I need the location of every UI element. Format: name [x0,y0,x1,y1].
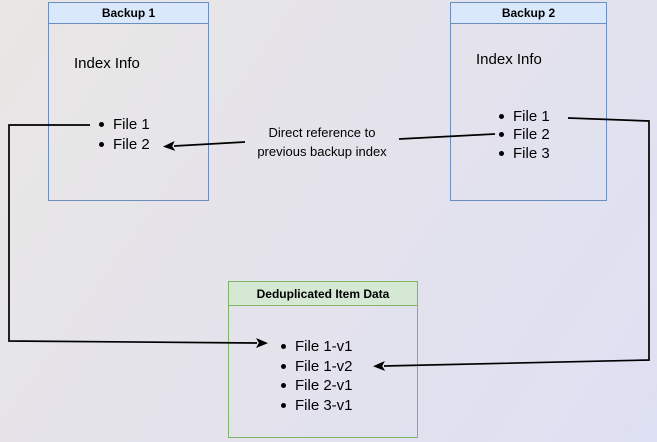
backup1-file-list: File 1 File 2 [99,115,150,154]
file-label: File 2-v1 [295,377,353,395]
bullet-icon [499,113,504,119]
backup2-file-item: File 2 [499,126,550,145]
file-label: File 3 [513,144,550,162]
file-label: File 1-v2 [295,357,353,375]
dedup-file-item: File 1-v2 [281,357,353,377]
dedup-title: Deduplicated Item Data [229,282,417,306]
dedup-file-list: File 1-v1 File 1-v2 File 2-v1 File 3-v1 [281,337,353,415]
backup2-title: Backup 2 [451,3,606,24]
bullet-icon [499,150,504,156]
bullet-icon [281,363,286,369]
bullet-icon [281,402,286,408]
file-label: File 3-v1 [295,396,353,414]
backup2-subtitle: Index Info [476,51,542,68]
bullet-icon [281,344,286,350]
file-label: File 1 [113,116,150,134]
backup1-file-item: File 1 [99,115,150,135]
dedup-file-item: File 3-v1 [281,396,353,416]
backup2-node: Backup 2 Index Info File 1 File 2 File 3 [450,2,607,201]
backup1-subtitle: Index Info [74,55,140,72]
dedup-node: Deduplicated Item Data File 1-v1 File 1-… [228,281,418,438]
file-label: File 2 [513,126,550,144]
backup1-file-item: File 2 [99,135,150,155]
file-label: File 1-v1 [295,338,353,356]
direct-reference-edge-label: Direct reference to previous backup inde… [257,125,387,159]
bullet-icon [99,141,104,147]
backup2-file-item: File 3 [499,144,550,163]
backup1-node: Backup 1 Index Info File 1 File 2 [48,2,209,201]
file-label: File 2 [113,135,150,153]
bullet-icon [499,132,504,138]
backup2-file-list: File 1 File 2 File 3 [499,107,550,163]
dedup-file-item: File 2-v1 [281,376,353,396]
dedup-file-item: File 1-v1 [281,337,353,357]
backup1-title: Backup 1 [49,3,208,24]
bullet-icon [99,122,104,128]
bullet-icon [281,383,286,389]
file-label: File 1 [513,107,550,125]
backup2-file-item: File 1 [499,107,550,126]
